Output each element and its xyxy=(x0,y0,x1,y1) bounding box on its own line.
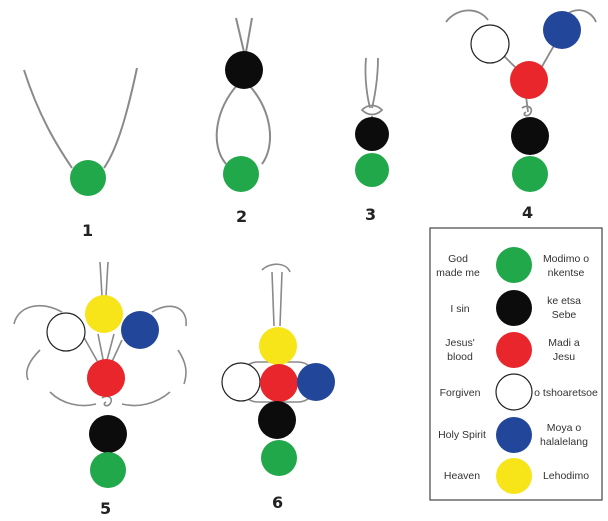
step-6-cord xyxy=(271,271,275,327)
white-bead xyxy=(470,24,510,64)
step-5-cord xyxy=(81,333,101,367)
legend-label-sesotho: halalelang xyxy=(540,436,588,448)
step-4-label: 4 xyxy=(522,203,533,222)
black-bead xyxy=(511,117,549,155)
legend-label-english: Holy Spirit xyxy=(438,429,486,441)
legend-label-sesotho: Madi a xyxy=(548,337,580,349)
step-6-cord xyxy=(261,263,291,273)
step-6-label: 6 xyxy=(272,493,283,512)
legend-yellow-bead xyxy=(496,458,532,494)
step-5-cord xyxy=(105,333,115,365)
step-2-loop xyxy=(215,83,239,165)
legend-row-blue: Holy Spirit Moya o halalelang xyxy=(438,417,588,453)
yellow-bead xyxy=(85,295,123,333)
legend: God made me Modimo o nkentse I sin ke et… xyxy=(429,227,603,501)
step-5-cord xyxy=(105,261,109,297)
legend-row-black: I sin ke etsa Sebe xyxy=(450,290,581,326)
legend-label-english: Forgiven xyxy=(440,387,481,399)
step-3-knot xyxy=(360,104,384,116)
legend-label-sesotho: Sebe xyxy=(552,309,577,321)
legend-label-english: made me xyxy=(436,267,480,279)
step-2-cord xyxy=(245,17,253,53)
red-bead xyxy=(510,61,548,99)
step-3-label: 3 xyxy=(365,205,376,224)
legend-black-bead xyxy=(496,290,532,326)
step-2-illustration xyxy=(215,17,272,192)
step-5-illustration xyxy=(13,261,187,488)
legend-label-sesotho: Lehodimo xyxy=(543,470,589,482)
step-5-cord xyxy=(97,333,105,365)
green-bead xyxy=(70,160,106,196)
white-bead xyxy=(221,362,261,402)
step-2-label: 2 xyxy=(236,207,247,226)
green-bead xyxy=(512,156,548,192)
black-bead xyxy=(258,401,296,439)
step-5-arrow-left-top xyxy=(13,304,63,325)
blue-bead xyxy=(297,363,335,401)
legend-label-sesotho: o tshoaretsoe xyxy=(534,387,598,399)
step-1-label: 1 xyxy=(82,221,93,240)
legend-label-sesotho: ke etsa xyxy=(547,295,581,307)
legend-red-bead xyxy=(496,332,532,368)
step-5-knot xyxy=(101,395,113,407)
legend-label-english: I sin xyxy=(450,303,469,315)
step-4-knot xyxy=(521,105,533,117)
step-3-illustration xyxy=(355,57,389,187)
legend-green-bead xyxy=(496,247,532,283)
black-bead xyxy=(225,51,263,89)
green-bead xyxy=(261,440,297,476)
legend-row-red: Jesus' blood Madi a Jesu xyxy=(445,332,580,368)
legend-label-english: Heaven xyxy=(444,470,480,482)
black-bead xyxy=(89,415,127,453)
legend-row-white: Forgiven o tshoaretsoe xyxy=(440,373,598,411)
legend-label-english: blood xyxy=(447,351,473,363)
step-2-loop xyxy=(247,83,272,165)
legend-blue-bead xyxy=(496,417,532,453)
step-6-illustration xyxy=(221,263,335,476)
red-bead xyxy=(87,359,125,397)
green-bead xyxy=(223,156,259,192)
blue-bead xyxy=(543,11,581,49)
green-bead xyxy=(90,452,126,488)
legend-white-bead xyxy=(495,373,533,411)
step-5-arrow-left-mid xyxy=(49,391,97,407)
step-5-arrow-right-top xyxy=(151,305,187,327)
step-1-cord xyxy=(23,69,73,169)
step-2-cord xyxy=(235,17,245,53)
step-5-cord xyxy=(99,261,103,297)
green-bead xyxy=(355,153,389,187)
step-3-cord xyxy=(371,57,379,109)
legend-row-yellow: Heaven Lehodimo xyxy=(444,458,589,494)
legend-label-english: Jesus' xyxy=(445,337,474,349)
legend-label-sesotho: Jesu xyxy=(553,351,575,363)
legend-label-sesotho: Modimo o xyxy=(543,253,589,265)
step-5-arrow-left-bottom xyxy=(25,349,41,381)
blue-bead xyxy=(121,311,159,349)
step-1-illustration xyxy=(23,67,138,196)
step-3-cord xyxy=(364,57,371,109)
red-bead xyxy=(260,364,298,402)
step-5-arrow-right-mid xyxy=(121,391,171,407)
legend-label-english: God xyxy=(448,253,468,265)
step-1-cord xyxy=(103,67,138,169)
step-4-cord xyxy=(445,9,489,23)
step-5-arrow-right-bottom xyxy=(177,349,187,385)
black-bead xyxy=(355,117,389,151)
step-4-illustration xyxy=(445,9,597,192)
white-bead xyxy=(46,312,86,352)
step-6-cord xyxy=(279,271,283,327)
legend-row-green: God made me Modimo o nkentse xyxy=(436,247,589,283)
yellow-bead xyxy=(259,327,297,365)
legend-label-sesotho: nkentse xyxy=(548,267,585,279)
step-5-label: 5 xyxy=(100,499,111,518)
legend-label-sesotho: Moya o xyxy=(547,422,582,434)
